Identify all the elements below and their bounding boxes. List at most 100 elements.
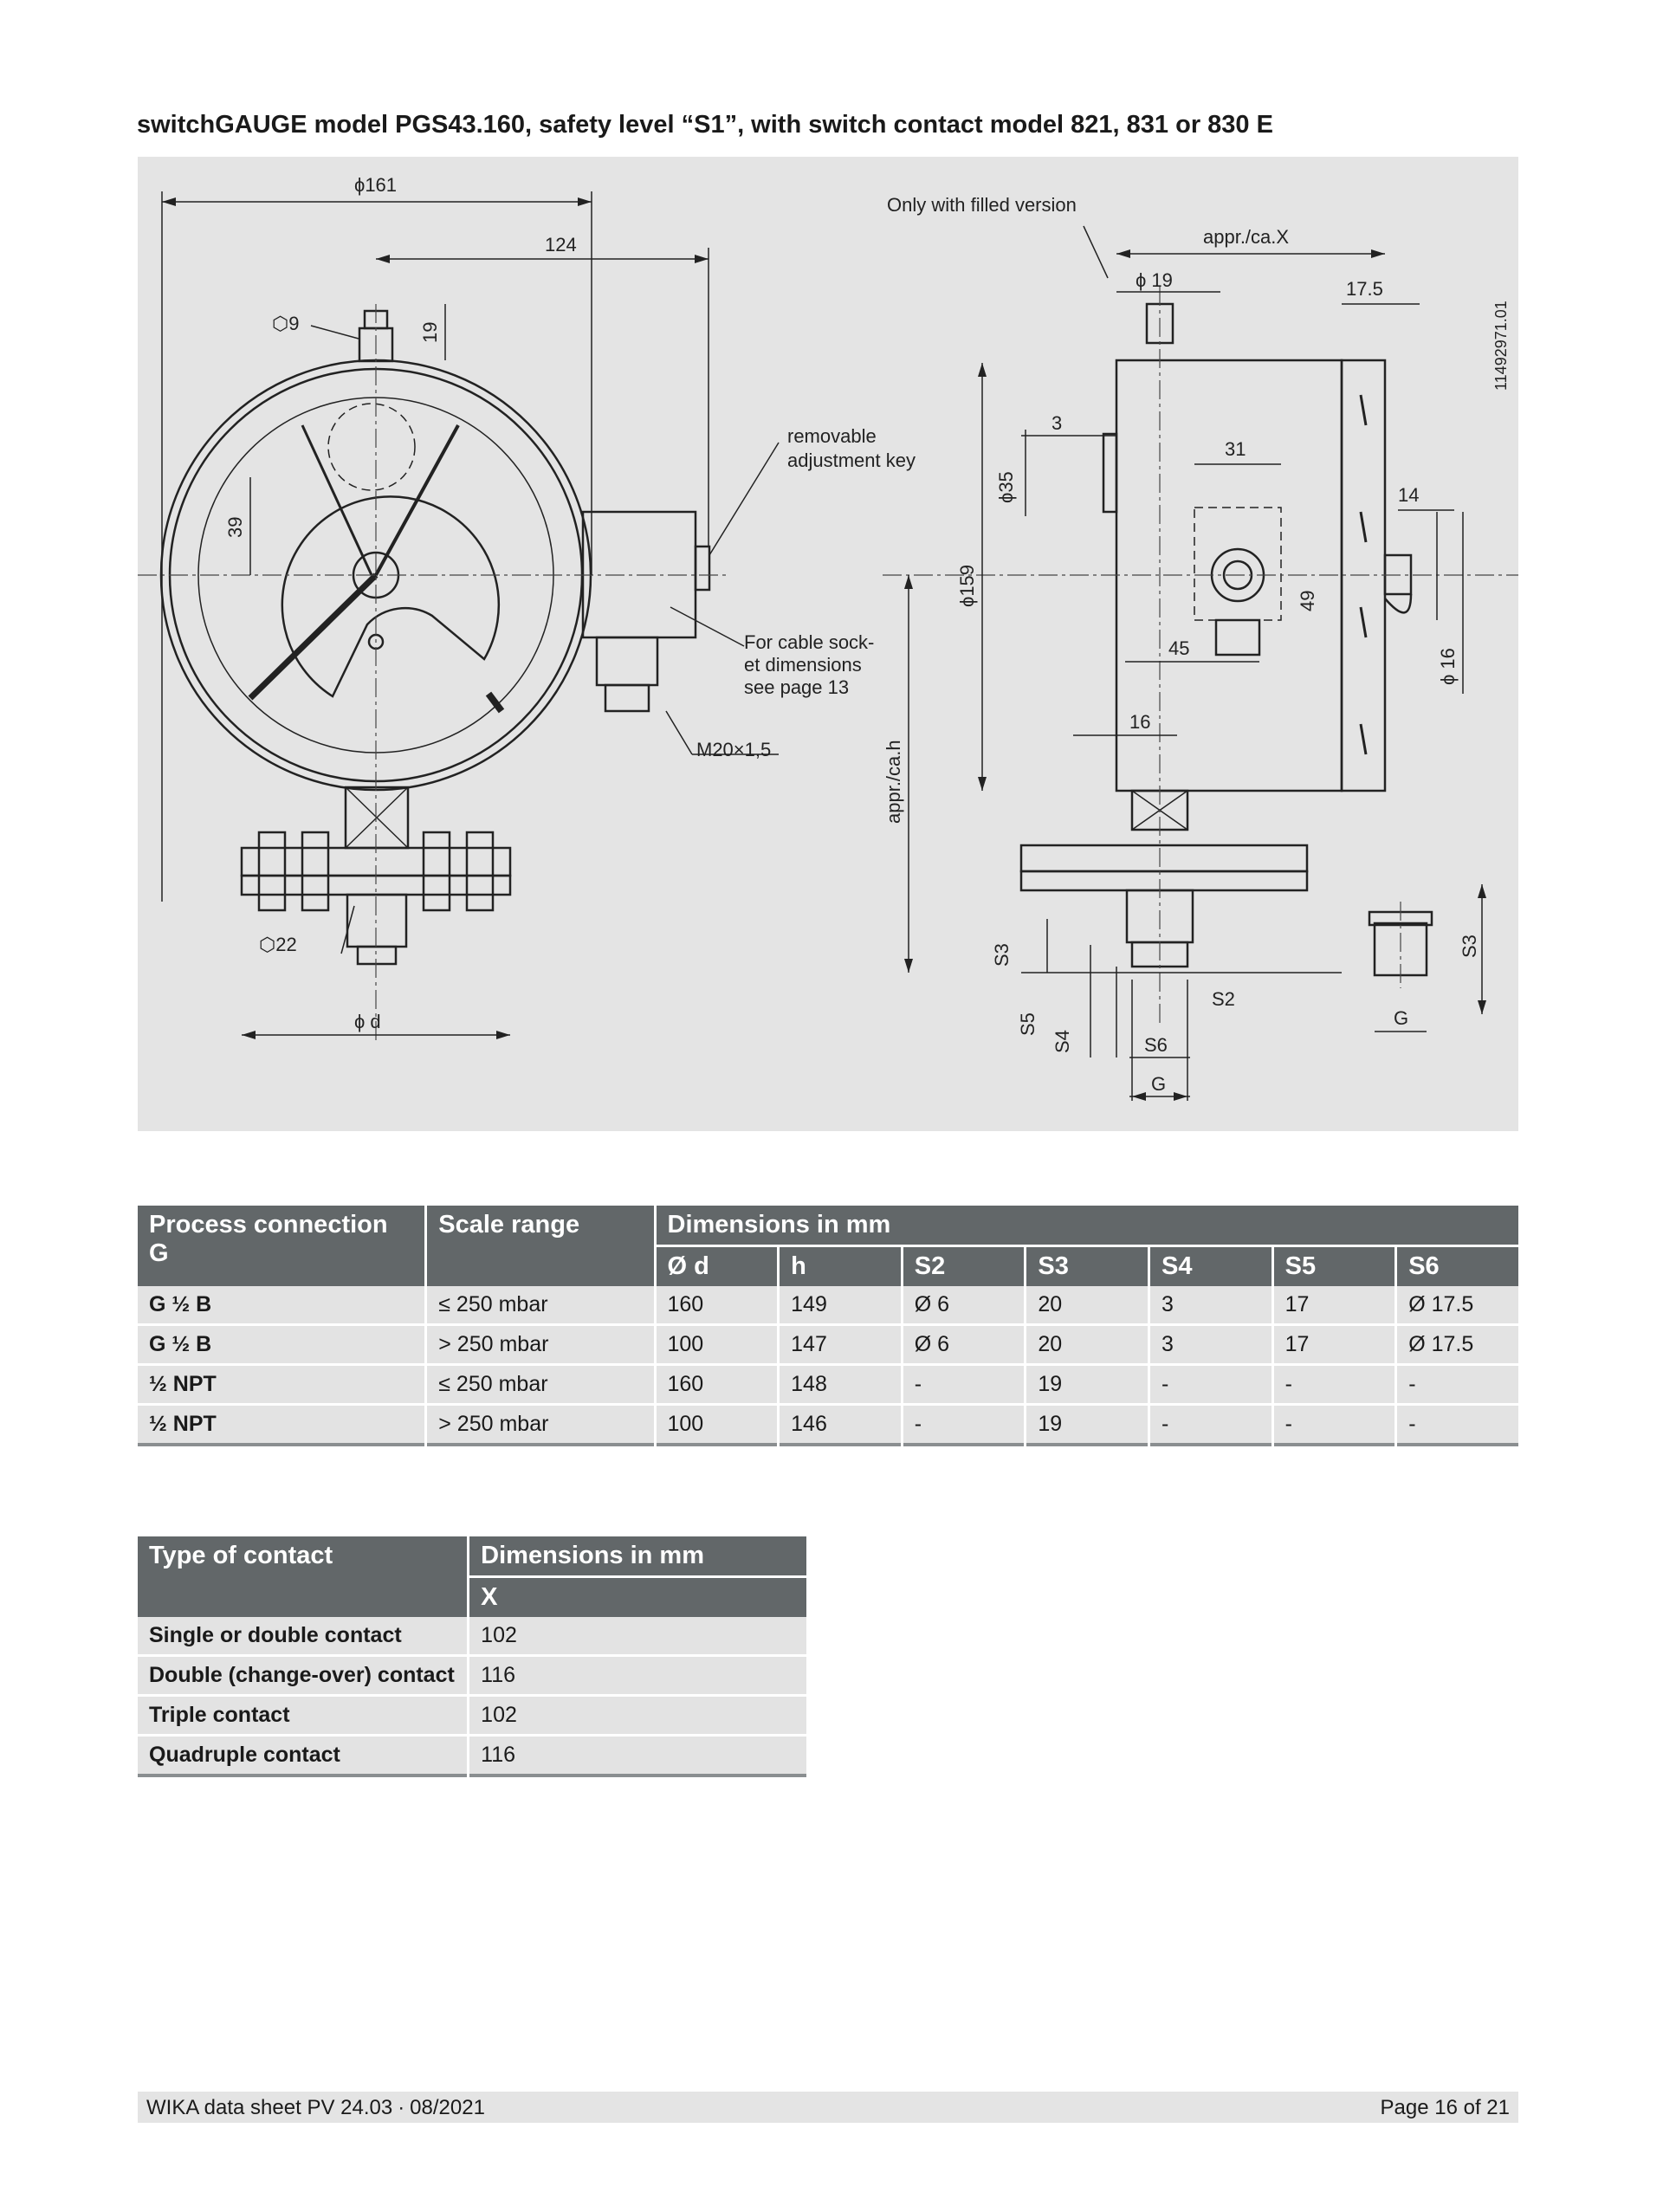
header-col-h: h — [780, 1247, 901, 1286]
note-removable: removable — [787, 425, 877, 447]
note-cable-1: For cable sock- — [744, 631, 874, 653]
table-row: Quadruple contact 116 — [138, 1737, 806, 1777]
dim-phi-16: ϕ 16 — [1437, 648, 1459, 685]
dim-17-5: 17.5 — [1346, 278, 1383, 300]
contact-table: Type of contact Dimensions in mm X Singl… — [135, 1536, 809, 1777]
cell: ≤ 250 mbar — [427, 1286, 654, 1326]
cell: - — [1273, 1406, 1395, 1446]
cell: - — [903, 1406, 1025, 1446]
page-title: switchGAUGE model PGS43.160, safety leve… — [137, 111, 1273, 139]
dimension-drawing: ϕ161 124 ⬡9 19 39 removable adjustment k… — [138, 174, 1518, 1101]
cell: 160 — [656, 1366, 778, 1406]
table-row: Triple contact 102 — [138, 1697, 806, 1737]
note-cable-2: et dimensions — [744, 654, 862, 676]
cell: 3 — [1150, 1286, 1272, 1326]
dim-approx-h: appr./ca.h — [883, 740, 904, 824]
cell: 20 — [1026, 1326, 1148, 1366]
cell: - — [1397, 1406, 1518, 1446]
cell: Ø 6 — [903, 1286, 1025, 1326]
dim-phi-35: ϕ35 — [995, 471, 1017, 503]
cell: > 250 mbar — [427, 1406, 654, 1446]
cell: 17 — [1273, 1326, 1395, 1366]
cell: - — [1150, 1366, 1272, 1406]
table-row: Single or double contact 102 — [138, 1617, 806, 1657]
dial-window — [281, 495, 501, 698]
cell: 20 — [1026, 1286, 1148, 1326]
footer-page-number: Page 16 of 21 — [1380, 2096, 1510, 2119]
dim-31: 31 — [1225, 438, 1246, 460]
table-row: ½ NPT > 250 mbar 100 146 - 19 - - - — [138, 1406, 1518, 1446]
header-col-d: Ø d — [656, 1247, 778, 1286]
cell: 147 — [780, 1326, 901, 1366]
cell: 19 — [1026, 1366, 1148, 1406]
cell: > 250 mbar — [427, 1326, 654, 1366]
footer-datasheet: WIKA data sheet PV 24.03 ∙ 08/2021 — [146, 2096, 485, 2119]
dim-49: 49 — [1297, 591, 1318, 611]
cell: Ø 17.5 — [1397, 1286, 1518, 1326]
dim-39: 39 — [224, 517, 246, 538]
cell: - — [903, 1366, 1025, 1406]
cell: ≤ 250 mbar — [427, 1366, 654, 1406]
cell: 148 — [780, 1366, 901, 1406]
dim-hex-9: ⬡9 — [272, 313, 299, 334]
dim-g-right: G — [1394, 1007, 1408, 1029]
cell: Ø 6 — [903, 1326, 1025, 1366]
dim-16: 16 — [1129, 711, 1150, 733]
dim-s5: S5 — [1017, 1012, 1039, 1036]
dim-s2: S2 — [1212, 988, 1235, 1010]
dim-phi-d: ϕ d — [354, 1011, 381, 1032]
header-col-s3: S3 — [1026, 1247, 1148, 1286]
dim-s3: S3 — [991, 943, 1013, 967]
cell: 149 — [780, 1286, 901, 1326]
cell: ½ NPT — [138, 1406, 425, 1446]
doc-number: 11492971.01 — [1492, 301, 1510, 391]
cell: 19 — [1026, 1406, 1148, 1446]
dim-thread-m20: M20×1,5 — [696, 739, 771, 760]
header-scale-range: Scale range — [427, 1206, 654, 1286]
table-row: G ½ B ≤ 250 mbar 160 149 Ø 6 20 3 17 Ø 1… — [138, 1286, 1518, 1326]
page-footer: WIKA data sheet PV 24.03 ∙ 08/2021 Page … — [138, 2092, 1518, 2123]
header-col-s4: S4 — [1150, 1247, 1272, 1286]
dim-s3-right: S3 — [1459, 935, 1480, 958]
dim-phi-19: ϕ 19 — [1136, 269, 1173, 291]
note-filled-version: Only with filled version — [887, 194, 1077, 216]
dim-45: 45 — [1168, 637, 1189, 659]
note-adjustment-key: adjustment key — [787, 450, 916, 471]
header-type-of-contact: Type of contact — [138, 1536, 468, 1617]
dim-approx-x: appr./ca.X — [1203, 226, 1289, 248]
cell: 3 — [1150, 1326, 1272, 1366]
table-row: G ½ B > 250 mbar 100 147 Ø 6 20 3 17 Ø 1… — [138, 1326, 1518, 1366]
dim-s6: S6 — [1144, 1034, 1168, 1056]
cell: 160 — [656, 1286, 778, 1326]
cell: 146 — [780, 1406, 901, 1446]
note-cable-3: see page 13 — [744, 676, 849, 698]
dim-hex-22: ⬡22 — [259, 934, 297, 955]
cell: - — [1150, 1406, 1272, 1446]
cell: Ø 17.5 — [1397, 1326, 1518, 1366]
cell: Double (change-over) contact — [138, 1657, 468, 1697]
cell: 116 — [469, 1737, 806, 1777]
cell: ½ NPT — [138, 1366, 425, 1406]
header-dimensions: Dimensions in mm — [656, 1206, 1518, 1247]
cell: 102 — [469, 1617, 806, 1657]
cell: 100 — [656, 1406, 778, 1446]
header-col-s2: S2 — [903, 1247, 1025, 1286]
header-dimensions: Dimensions in mm — [469, 1536, 806, 1578]
cell: 116 — [469, 1657, 806, 1697]
cell: - — [1397, 1366, 1518, 1406]
cell: Triple contact — [138, 1697, 468, 1737]
cell: 102 — [469, 1697, 806, 1737]
header-col-s5: S5 — [1273, 1247, 1395, 1286]
cell: - — [1273, 1366, 1395, 1406]
dim-14: 14 — [1398, 484, 1419, 506]
cell: Quadruple contact — [138, 1737, 468, 1777]
dimensions-table: Process connection G Scale range Dimensi… — [135, 1206, 1521, 1446]
cell: G ½ B — [138, 1326, 425, 1366]
header-col-s6: S6 — [1397, 1247, 1518, 1286]
dim-g: G — [1151, 1073, 1166, 1095]
dim-3: 3 — [1052, 412, 1062, 434]
cell: Single or double contact — [138, 1617, 468, 1657]
dim-19-vertical: 19 — [419, 322, 441, 343]
dim-124: 124 — [545, 234, 577, 255]
header-process-connection: Process connection G — [138, 1206, 425, 1286]
